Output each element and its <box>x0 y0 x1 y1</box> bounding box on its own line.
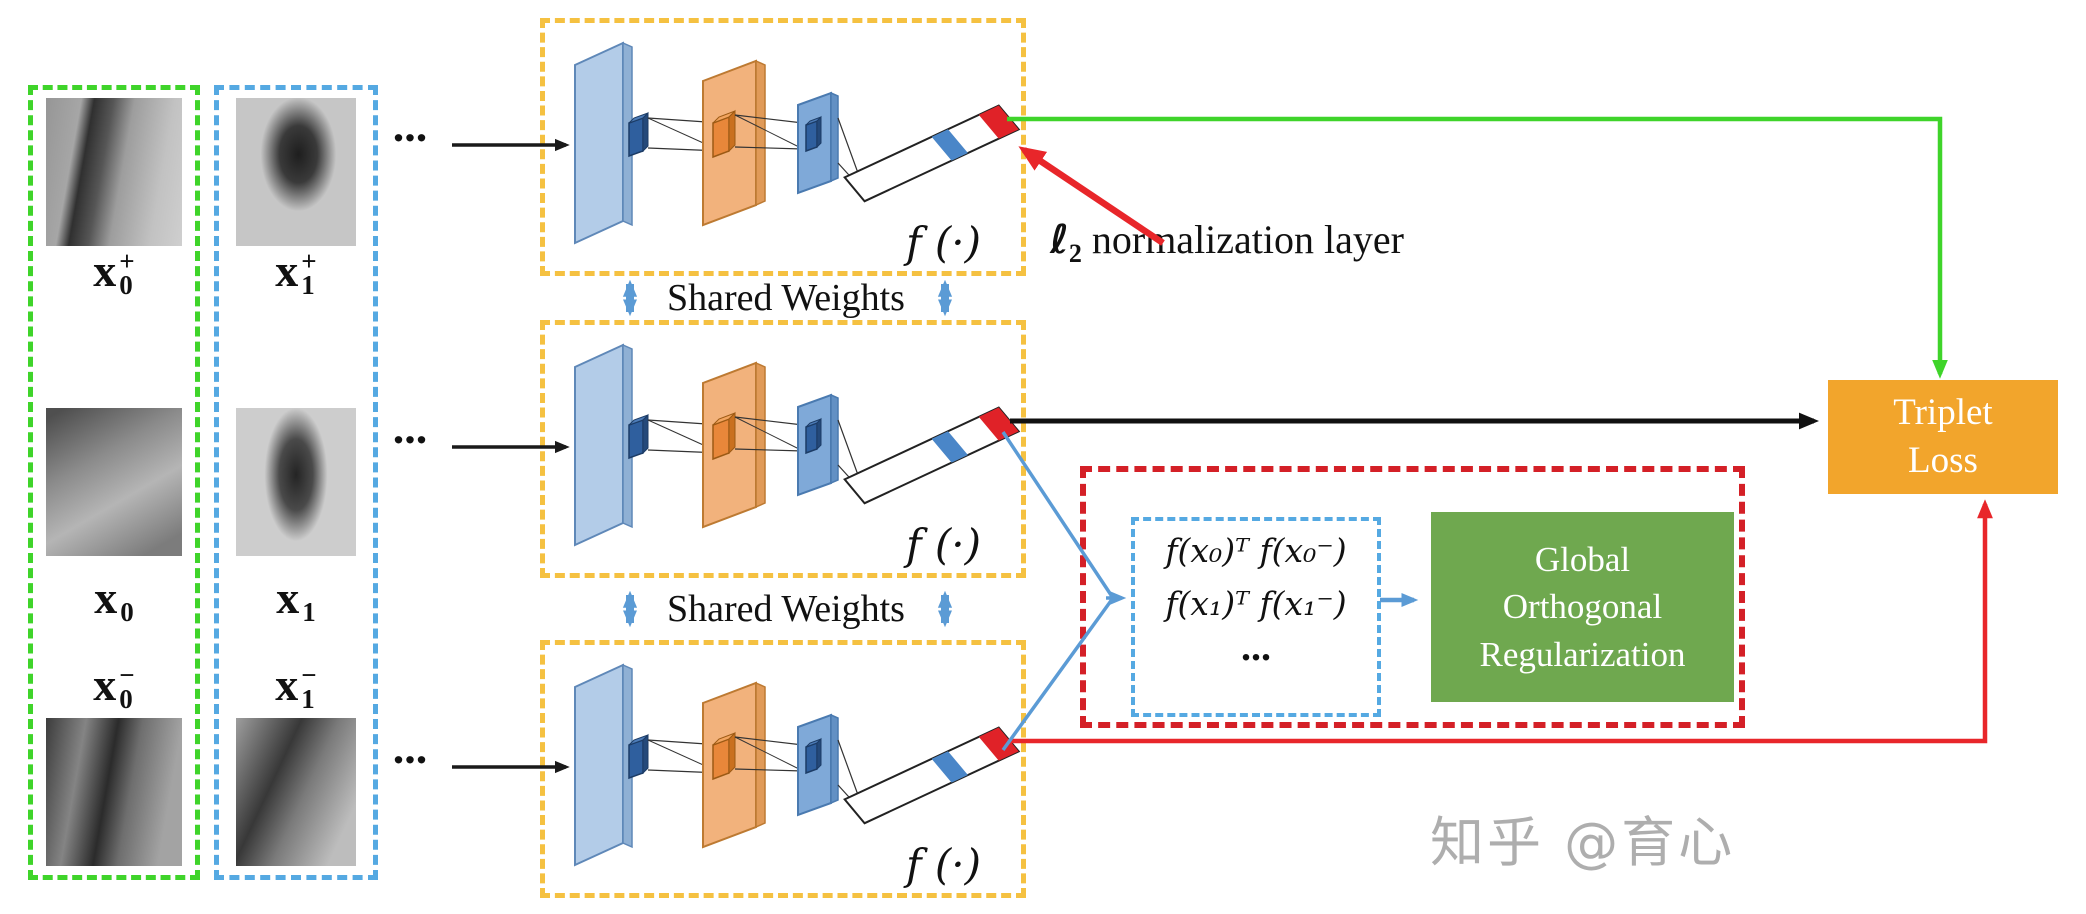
label-sub: 1 <box>301 270 315 300</box>
l2-symbol: ℓ <box>1050 216 1069 263</box>
input-dots-1: ... <box>392 100 428 151</box>
label-base: x <box>93 245 117 296</box>
label-sup <box>302 575 316 599</box>
embedding-function-label-3: f (·) <box>905 840 981 889</box>
l2-normalization-annotation: ℓ2 normalization layer <box>1050 216 1404 269</box>
patch-image-x1-plus <box>236 98 356 246</box>
patch-label-x1-minus: x−1 <box>219 659 373 714</box>
label-base: x <box>94 572 118 623</box>
gor-outer-box: f(x₀)ᵀ f(x₀⁻) f(x₁)ᵀ f(x₁⁻) ... Global O… <box>1080 466 1745 728</box>
shared-weights-row-2: Shared Weights <box>640 587 932 631</box>
label-sup: + <box>301 246 317 276</box>
shared-weights-label-2: Shared Weights <box>667 588 905 630</box>
l2-text: normalization layer <box>1081 217 1404 262</box>
similarity-formula-1: f(x₀)ᵀ f(x₀⁻) <box>1165 531 1347 570</box>
network-branch-1: f (·) <box>540 18 1026 276</box>
network-branch-3: f (·) <box>540 640 1026 898</box>
patch-image-x0-plus <box>46 98 182 246</box>
input-dots-3: ... <box>392 722 428 773</box>
embedding-function-label-1: f (·) <box>905 218 981 267</box>
label-sub: 1 <box>302 597 316 627</box>
similarity-dots: ... <box>1241 624 1271 669</box>
label-sub: 0 <box>120 597 134 627</box>
label-base: x <box>275 245 299 296</box>
label-sup: − <box>301 660 317 690</box>
shared-weights-label-1: Shared Weights <box>667 277 905 319</box>
label-sup: + <box>119 246 135 276</box>
label-sub: 0 <box>119 684 133 714</box>
similarity-box: f(x₀)ᵀ f(x₀⁻) f(x₁)ᵀ f(x₁⁻) ... <box>1131 517 1381 717</box>
patch-label-x0-minus: x−0 <box>33 659 195 714</box>
patch-image-x0-minus <box>46 718 182 866</box>
triplet-loss-label: Triplet Loss <box>1893 391 1993 481</box>
patch-label-x1-plus: x+1 <box>219 245 373 300</box>
triplet-loss-box: Triplet Loss <box>1828 380 2058 494</box>
label-sub: 1 <box>301 684 315 714</box>
label-base: x <box>276 572 300 623</box>
patch-image-x1-minus <box>236 718 356 866</box>
label-sup: − <box>119 660 135 690</box>
input-dots-2: ... <box>392 402 428 453</box>
patch-label-x0-plus: x+0 <box>33 245 195 300</box>
gor-box: Global Orthogonal Regularization <box>1431 512 1734 702</box>
label-sub: 0 <box>119 270 133 300</box>
label-base: x <box>275 659 299 710</box>
similarity-formula-2: f(x₁)ᵀ f(x₁⁻) <box>1165 584 1347 623</box>
l2-subscript: 2 <box>1068 239 1082 268</box>
label-sup <box>120 575 134 599</box>
patch-image-x0 <box>46 408 182 556</box>
embedding-function-label-2: f (·) <box>905 520 981 569</box>
watermark: 知乎 @育心 <box>1430 811 1736 874</box>
label-base: x <box>93 659 117 710</box>
shared-weights-row-1: Shared Weights <box>640 276 932 320</box>
patch-image-x1 <box>236 408 356 556</box>
network-branch-2: f (·) <box>540 320 1026 578</box>
gor-label: Global Orthogonal Regularization <box>1479 540 1686 674</box>
